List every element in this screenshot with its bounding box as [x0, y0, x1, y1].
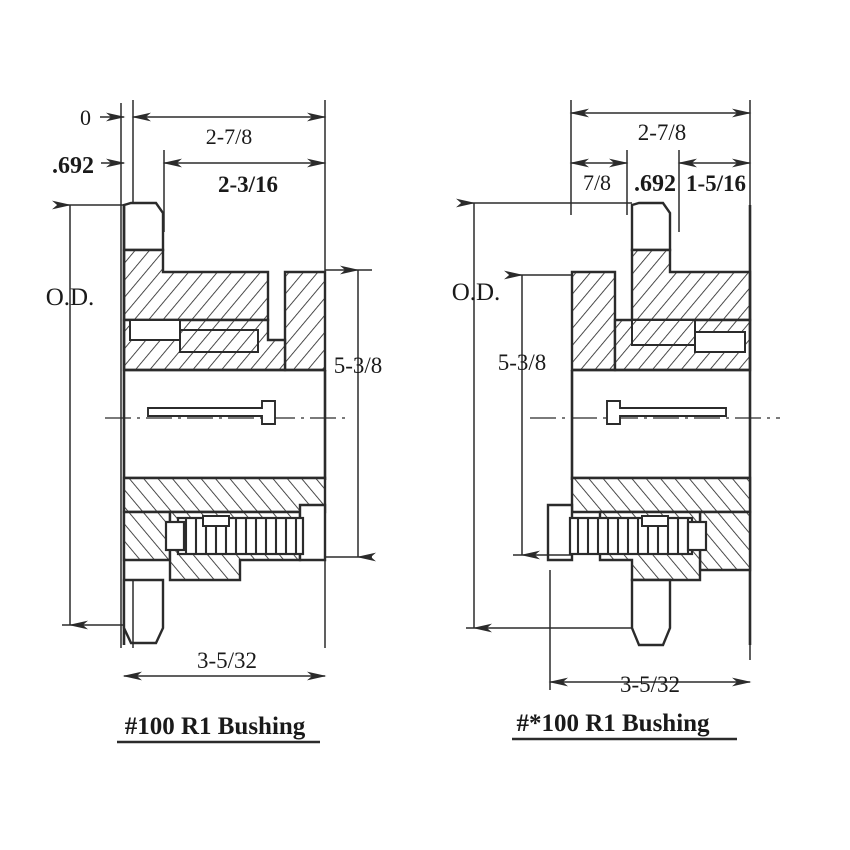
key-section-top [179, 329, 259, 353]
right-dim-3-5-32: 3-5/32 [548, 570, 752, 697]
right-centerline-group [530, 400, 780, 425]
bushing-step-top [129, 319, 181, 341]
right-sprocket-upper [570, 201, 752, 645]
cap-screw-body [568, 516, 694, 556]
dim-left-outside-diameter: O.D. [46, 284, 95, 311]
dim-left-hub-projection: 2-3/16 [218, 172, 278, 197]
dim-right-bushing-diameter: 5-3/8 [498, 350, 547, 375]
tooth-profile-top [630, 201, 672, 252]
right-dim-2-7-8: 2-7/8 [569, 108, 752, 145]
dim-right-outside-diameter: O.D. [452, 279, 501, 306]
keyway-section [147, 400, 276, 425]
dim-left-bushing-diameter: 5-3/8 [334, 353, 383, 378]
left-dim-2-7-8: 2-7/8 [131, 112, 327, 149]
plate-section-bottom [698, 510, 752, 572]
dim-right-flange-offset: 7/8 [583, 170, 611, 195]
bushing-taper-bottom [122, 476, 327, 514]
left-centerline-group [105, 400, 345, 425]
right-view: 2-7/8 7/8 .692 1-5/16 O.D. 5-3/8 [452, 100, 780, 741]
dim-left-total-length: 3-5/32 [197, 648, 257, 673]
flange-block-top [570, 270, 617, 372]
left-dim-3-5-32: 3-5/32 [122, 648, 327, 681]
flange-block-top [283, 270, 327, 372]
right-dim-692: .692 [634, 171, 676, 197]
screw-collar [641, 515, 669, 527]
left-dim-zero: 0 [80, 105, 126, 130]
tooth-profile-bottom [122, 578, 165, 645]
left-dim-2-3-16: 2-3/16 [162, 158, 327, 197]
tooth-profile-top [122, 201, 165, 252]
bushing-step-top [694, 331, 746, 353]
left-view: 2-7/8 2-3/16 0 .692 O.D. 5-3/8 [46, 100, 383, 744]
keyway-section [606, 400, 727, 425]
tooth-profile-bottom [630, 578, 672, 647]
screw-head [686, 520, 708, 552]
dim-right-plate-thickness: .692 [634, 171, 676, 197]
plate-section-bottom [122, 510, 172, 562]
right-dim-7-8: 7/8 [569, 158, 629, 195]
dim-left-offset: .692 [52, 153, 94, 179]
right-sprocket-lower [546, 476, 752, 647]
right-dim-od: O.D. [452, 198, 632, 633]
left-dim-od: O.D. [46, 200, 124, 630]
left-sprocket-upper [122, 201, 327, 645]
key-section-top [631, 319, 696, 346]
dim-right-hub-projection: 1-5/16 [686, 171, 746, 196]
left-view-caption: #100 R1 Bushing [125, 713, 306, 740]
dim-left-zero: 0 [80, 105, 91, 130]
screw-head [164, 520, 186, 552]
right-dim-5-3-8: 5-3/8 [498, 270, 572, 560]
dim-right-overall-width: 2-7/8 [638, 120, 687, 145]
right-view-caption: #*100 R1 Bushing [516, 710, 710, 737]
left-dim-692: .692 [52, 153, 126, 179]
screw-collar [202, 515, 230, 527]
dim-right-total-length: 3-5/32 [620, 672, 680, 697]
left-sprocket-lower [122, 476, 327, 648]
nut-head-bottom [546, 503, 574, 562]
right-dim-1-5-16: 1-5/16 [677, 158, 752, 196]
cap-screw-body [176, 516, 305, 556]
dim-left-overall-width: 2-7/8 [206, 124, 252, 149]
bushing-taper-bottom [570, 476, 752, 514]
left-dim-5-3-8: 5-3/8 [325, 265, 383, 562]
